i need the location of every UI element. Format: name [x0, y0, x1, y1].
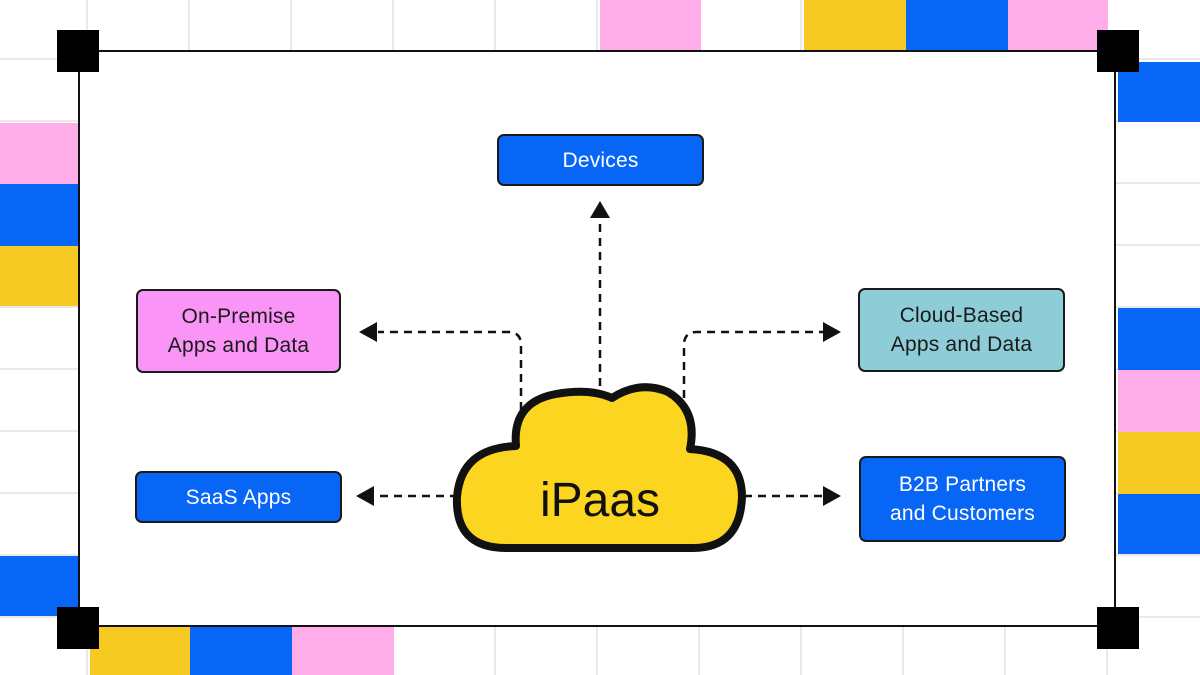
deco-tile: [1118, 432, 1200, 494]
deco-tile: [1008, 0, 1108, 50]
deco-tile: [906, 0, 1008, 50]
arrowhead-left-icon: [356, 486, 374, 506]
frame-corner-bottom-right: [1097, 607, 1139, 649]
node-devices-label: Devices: [562, 148, 639, 172]
connector-to-on-premise: [378, 330, 523, 410]
node-b2b-label: B2B Partners and Customers: [890, 473, 1035, 525]
node-saas: SaaS Apps: [135, 471, 342, 523]
node-cloud-based: Cloud-Based Apps and Data: [858, 288, 1065, 372]
deco-tile: [1118, 370, 1200, 432]
deco-tile: [804, 0, 906, 50]
deco-tile: [90, 627, 190, 675]
frame-corner-bottom-left: [57, 607, 99, 649]
deco-tile: [0, 184, 78, 246]
cloud-label: iPaas: [539, 473, 661, 527]
frame-corner-top-right: [1097, 30, 1139, 72]
deco-tile: [1118, 62, 1200, 122]
deco-tile: [600, 0, 701, 50]
node-b2b: B2B Partners and Customers: [859, 456, 1066, 542]
cloud-icon: [452, 383, 746, 552]
deco-tile: [1118, 494, 1200, 554]
arrowhead-up-icon: [590, 201, 610, 218]
node-on-premise: On-Premise Apps and Data: [136, 289, 341, 373]
connector-to-cloud-based: [682, 330, 824, 398]
deco-tile: [0, 246, 78, 306]
node-saas-label: SaaS Apps: [185, 485, 292, 509]
arrowhead-right-icon: [823, 486, 841, 506]
deco-tile: [292, 627, 394, 675]
deco-tile: [190, 627, 292, 675]
deco-tile: [1118, 308, 1200, 370]
frame-corner-top-left: [57, 30, 99, 72]
arrowhead-left-icon: [359, 322, 377, 342]
node-on-premise-label: On-Premise Apps and Data: [167, 305, 310, 357]
arrowhead-right-icon: [823, 322, 841, 342]
node-devices: Devices: [497, 134, 704, 186]
deco-tile: [0, 556, 78, 616]
deco-tile: [0, 123, 78, 184]
node-cloud-based-label: Cloud-Based Apps and Data: [890, 304, 1033, 356]
